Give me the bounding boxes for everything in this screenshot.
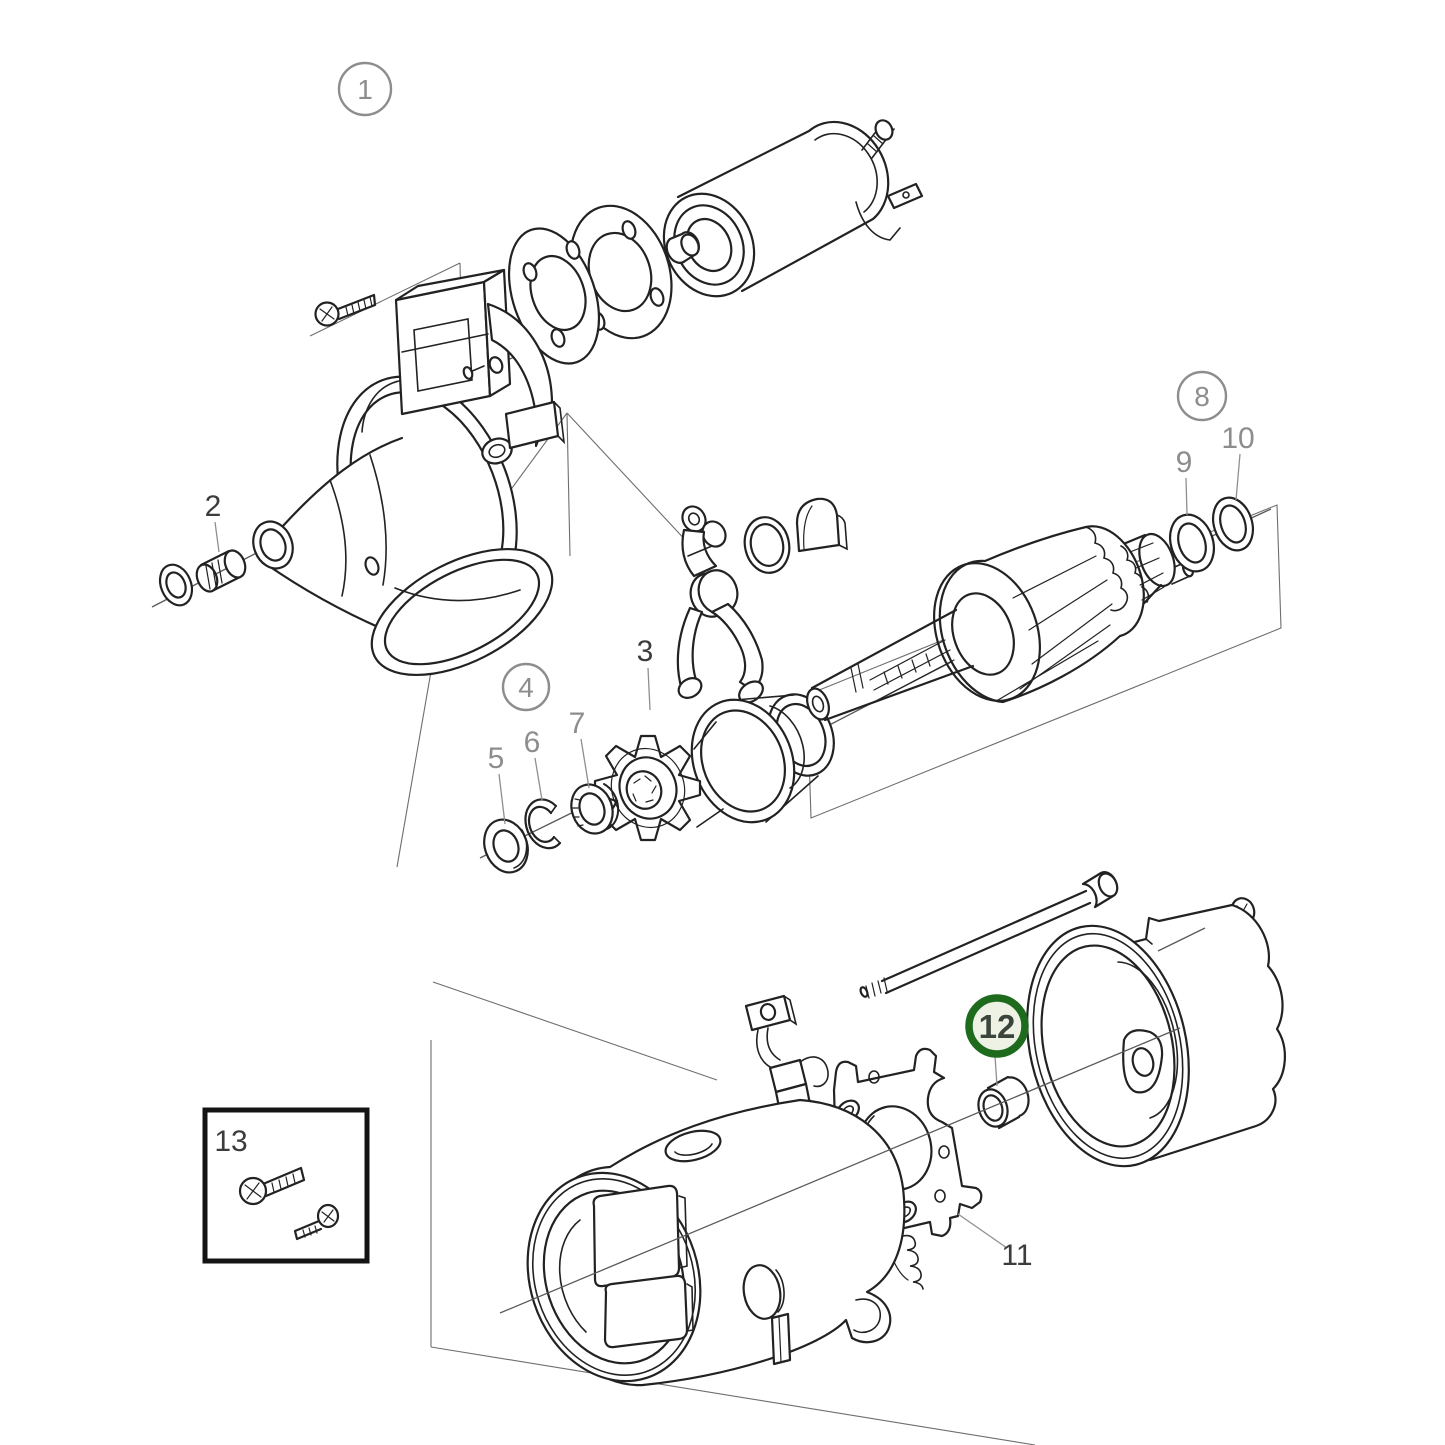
- through-bolt: [859, 871, 1119, 999]
- callout-3-label[interactable]: 3: [637, 635, 654, 668]
- screw-kit-box: [202, 1107, 370, 1264]
- callout-4-label[interactable]: 4: [518, 672, 534, 703]
- rubber-grommet: [743, 516, 791, 574]
- kit-screw-large: [238, 1166, 306, 1206]
- callouts: 1 2 3 4 5 6 7 8 9 10 11 12 13: [205, 61, 1255, 1272]
- callout-11-label[interactable]: 11: [1001, 1239, 1032, 1272]
- callout-13-label[interactable]: 13: [214, 1125, 247, 1158]
- field-housing: [1026, 903, 1286, 1168]
- drive-end-housing: [252, 268, 566, 677]
- drive-pinion: [593, 693, 835, 842]
- callout-12-label[interactable]: 12: [979, 1008, 1016, 1045]
- callout-10-label[interactable]: 10: [1221, 422, 1254, 455]
- screw-drive-end: [314, 293, 377, 327]
- o-ring-part2: [158, 563, 194, 607]
- group-boundary-planes: [309, 262, 1282, 1445]
- terminal-strap: [744, 994, 829, 1114]
- gasket-front: [507, 227, 601, 365]
- callout-4[interactable]: 4: [501, 662, 551, 712]
- yoke-housing: [526, 1098, 906, 1387]
- callout-12-highlighted[interactable]: 12: [965, 994, 1029, 1058]
- circlip-part6: [524, 798, 562, 850]
- callout-1[interactable]: 1: [337, 61, 393, 117]
- front-alignment-axes: [499, 927, 1206, 1314]
- callout-8[interactable]: 8: [1176, 370, 1228, 422]
- callout-6-label[interactable]: 6: [524, 726, 541, 759]
- stop-ring-part7: [570, 783, 620, 835]
- bushing-part2: [195, 549, 247, 593]
- callout-7-label[interactable]: 7: [569, 707, 586, 740]
- callout-8-label[interactable]: 8: [1194, 381, 1210, 412]
- callout-leaders: [214, 453, 1241, 1249]
- bushing-part12: [977, 1075, 1030, 1130]
- rubber-cap: [795, 497, 848, 553]
- armature: [806, 525, 1195, 722]
- washer-part5: [483, 818, 529, 874]
- kit-screw-small: [293, 1203, 340, 1241]
- callout-5-label[interactable]: 5: [488, 742, 505, 775]
- callout-1-label[interactable]: 1: [357, 74, 373, 105]
- shift-fork: [676, 505, 764, 704]
- callout-2-label[interactable]: 2: [205, 490, 222, 523]
- washer-part9: [1169, 513, 1215, 573]
- callout-9-label[interactable]: 9: [1176, 446, 1193, 479]
- solenoid: [662, 119, 924, 298]
- washer-part10: [1211, 496, 1255, 552]
